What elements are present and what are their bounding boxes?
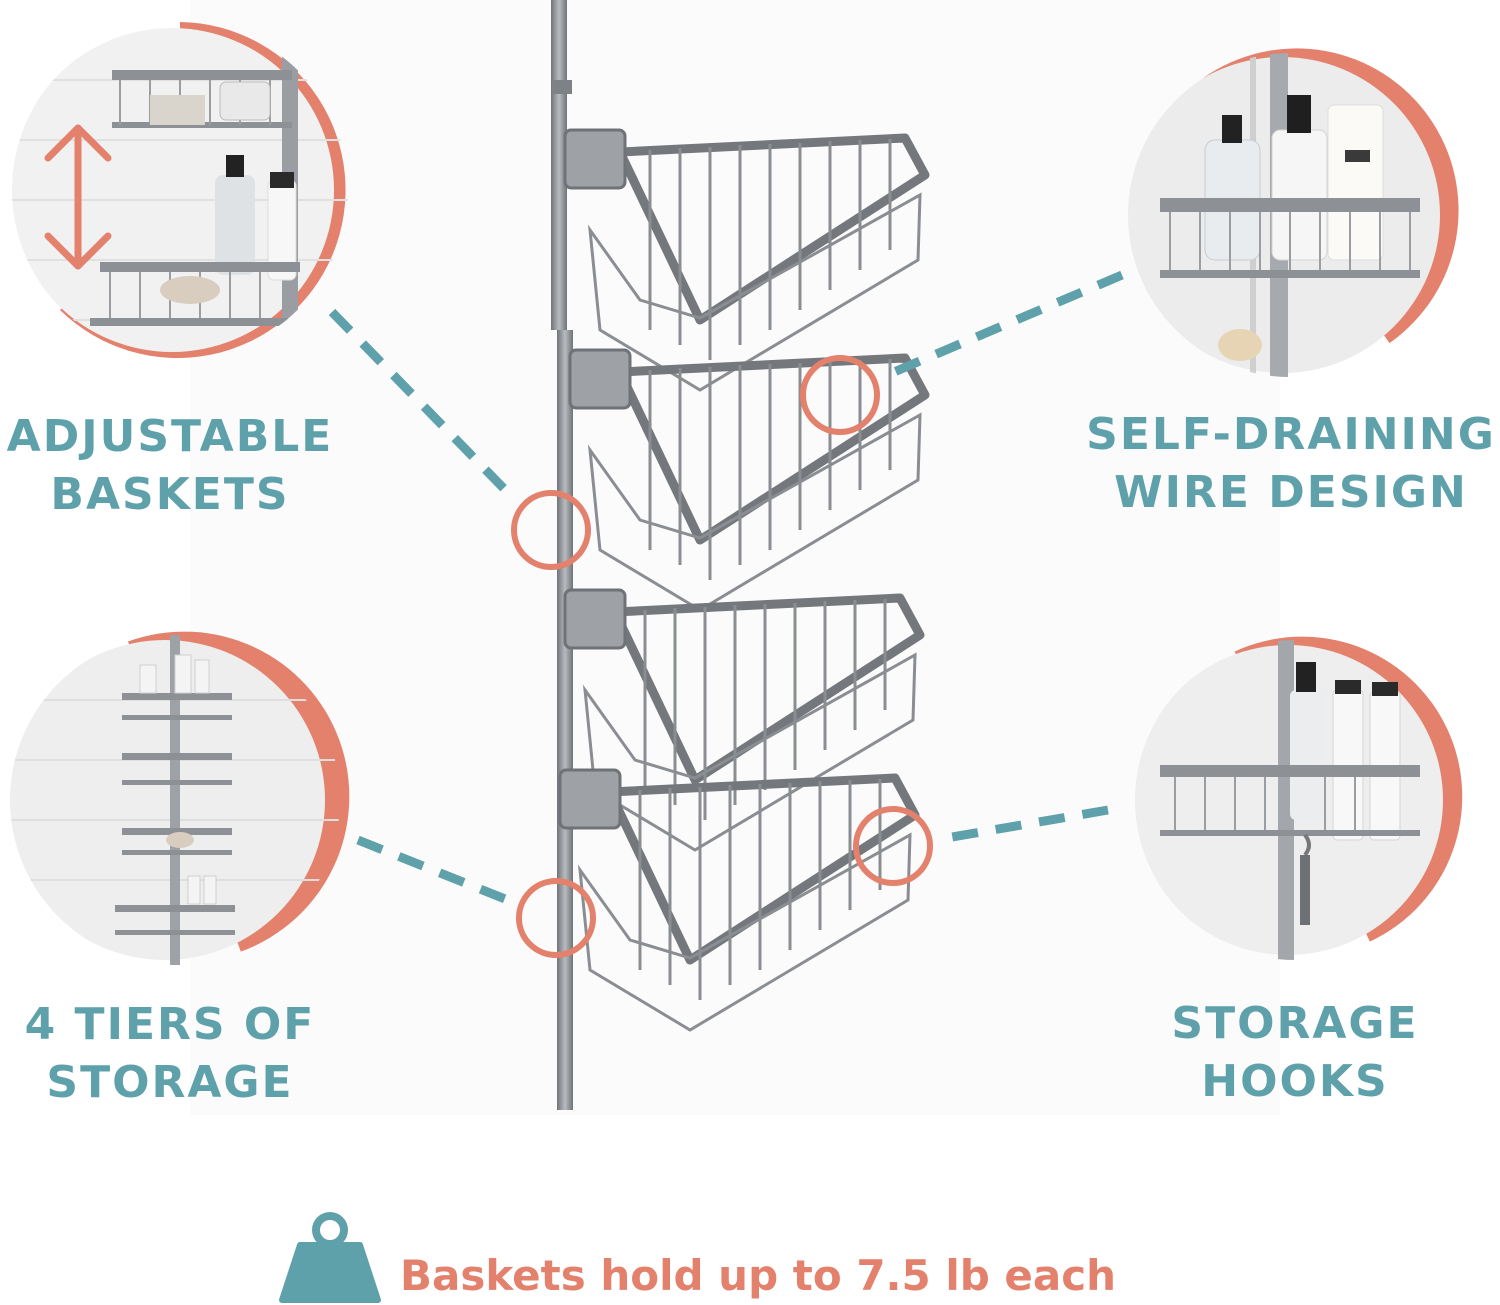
shower-caddy: [551, 0, 930, 1110]
draining-photo: [1128, 48, 1459, 377]
basket-tier-3: [563, 588, 925, 852]
tiers-photo: [10, 631, 350, 965]
storage-hooks-label: STORAGE HOOKS: [1140, 995, 1450, 1111]
weight-icon: [279, 1212, 381, 1303]
adjustable-photo: [12, 22, 348, 358]
basket-tier-4: [558, 768, 920, 1032]
basket-tier-1: [563, 128, 930, 392]
adjustable-label-line2: BASKETS: [50, 469, 290, 520]
tiers-label-line2: STORAGE: [46, 1057, 294, 1108]
hooks-photo: [1135, 636, 1463, 960]
draining-label-line1: SELF-DRAINING: [1086, 409, 1496, 460]
hooks-label-line2: HOOKS: [1201, 1056, 1389, 1107]
four-tiers-label: 4 TIERS OF STORAGE: [0, 996, 340, 1112]
adjustable-label-line1: ADJUSTABLE: [6, 411, 334, 462]
adjust-arrow-icon: [44, 124, 112, 270]
product-backdrop: [190, 0, 1280, 1115]
tiers-label-line1: 4 TIERS OF: [24, 999, 316, 1050]
callout-circles: [511, 355, 933, 958]
adjustable-baskets-label: ADJUSTABLE BASKETS: [0, 408, 340, 524]
draining-label-line2: WIRE DESIGN: [1114, 467, 1468, 518]
self-draining-label: SELF-DRAINING WIRE DESIGN: [1082, 406, 1500, 522]
basket-tier-2: [568, 348, 930, 612]
callout-lines: [328, 270, 1124, 910]
capacity-note: Baskets hold up to 7.5 lb each: [400, 1251, 1117, 1300]
hooks-label-line1: STORAGE: [1171, 998, 1419, 1049]
